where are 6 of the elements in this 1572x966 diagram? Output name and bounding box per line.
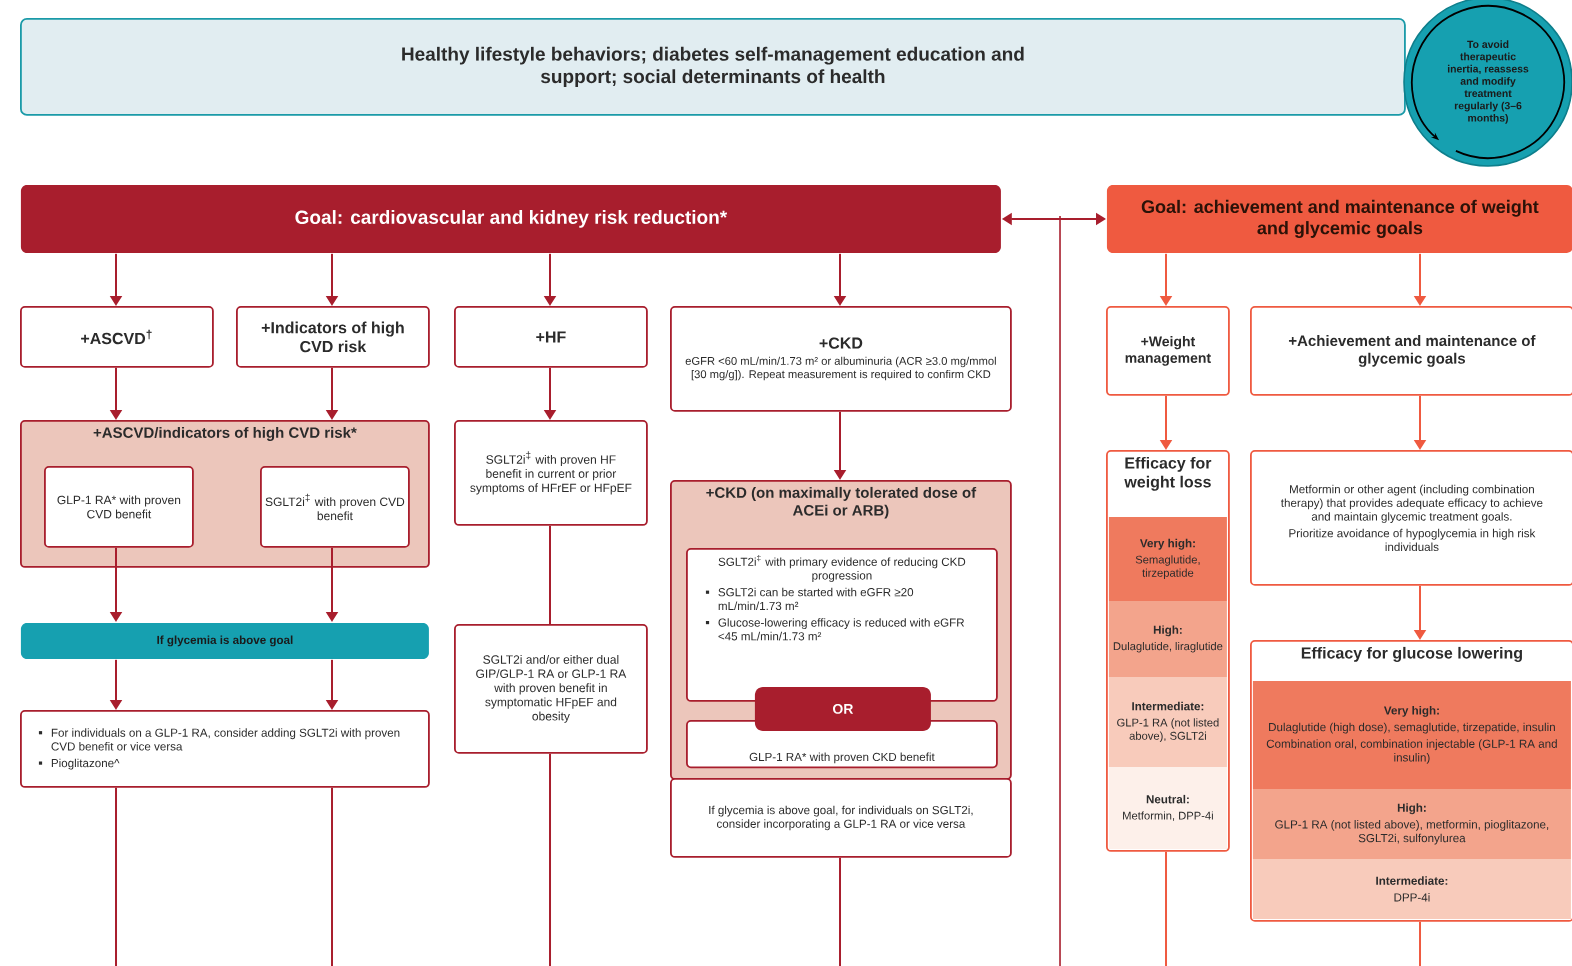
condition-box: +Indicators of high CVD risk	[236, 306, 430, 368]
banner-box: Healthy lifestyle behaviors; diabetes self-management education and support; social determinants of health	[20, 18, 1406, 116]
goal-bar: Goal: achievement and maintenance of weight and glycemic goals	[1106, 184, 1572, 253]
condition-box: +ASCVD$^{†}$	[20, 306, 214, 368]
condition-box: +HF	[454, 306, 648, 368]
goal-bar: Goal: cardiovascular and kidney risk reduction*	[20, 184, 1001, 253]
